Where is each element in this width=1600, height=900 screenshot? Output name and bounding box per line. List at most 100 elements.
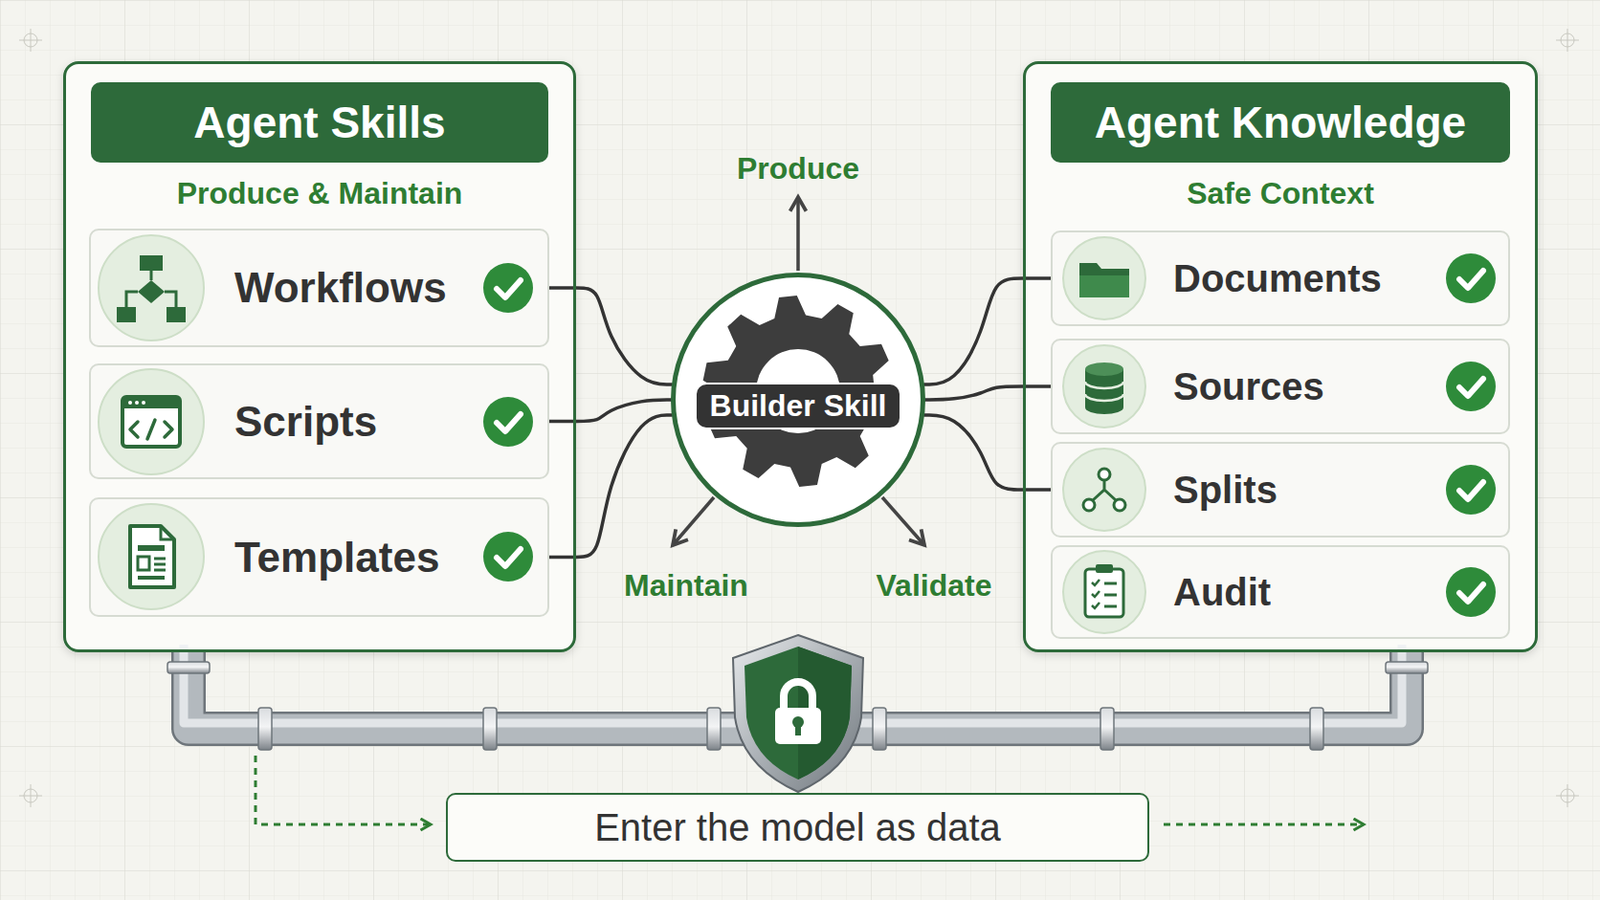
item-label: Splits <box>1173 468 1278 512</box>
script-icon <box>128 400 133 405</box>
action-arrow <box>672 497 714 546</box>
item-row: Audit <box>1050 545 1511 640</box>
check-mark <box>496 549 521 567</box>
security-shield <box>744 646 852 780</box>
item-row: Sources <box>1050 338 1511 435</box>
item-row: Splits <box>1050 442 1511 538</box>
security-shield <box>783 682 813 711</box>
item-row: Documents <box>1050 230 1511 327</box>
pipe-joint <box>167 662 210 674</box>
connector-line <box>924 278 1051 385</box>
action-arrow <box>882 497 925 546</box>
check-mark <box>1445 465 1496 515</box>
data-box: Enter the model as data <box>445 793 1150 863</box>
split-icon <box>1092 480 1116 501</box>
builder-circle: Builder Skill <box>670 272 926 528</box>
dashed-arrow <box>1163 823 1364 827</box>
check-mark <box>1445 567 1496 618</box>
check-mark <box>483 532 534 582</box>
workflow-icon <box>166 307 186 323</box>
row-fill <box>1050 338 1511 435</box>
connector-line <box>924 415 1051 490</box>
item-label: Scripts <box>234 398 378 446</box>
connector-line <box>549 415 672 558</box>
script-icon <box>122 397 180 447</box>
pipe-joint <box>258 708 272 751</box>
icon-badge <box>1063 448 1146 532</box>
connector-line <box>549 288 672 385</box>
item-row: Scripts <box>88 363 550 480</box>
item-label: Documents <box>1173 257 1382 301</box>
audit-icon <box>1085 569 1124 618</box>
action-label: Validate <box>876 568 993 604</box>
check-mark <box>483 263 534 313</box>
audit-icon <box>1091 579 1100 609</box>
check-mark <box>1445 361 1496 412</box>
split-icon <box>1098 468 1111 481</box>
row-fill <box>88 228 1511 640</box>
check-mark <box>1445 361 1496 412</box>
check-mark <box>1445 253 1496 304</box>
workflow-icon <box>139 255 163 271</box>
icon-badge <box>98 235 1146 634</box>
script-icon <box>122 397 180 447</box>
action-label: Produce <box>736 151 860 187</box>
check-mark <box>483 253 1496 618</box>
item-row: Templates <box>88 497 550 618</box>
item-row: Workflows <box>88 228 550 348</box>
check-mark <box>1445 567 1496 618</box>
database-icon <box>1085 362 1124 377</box>
audit-icon <box>1095 564 1113 574</box>
corner-marks <box>19 28 1579 808</box>
split-icon <box>1083 468 1126 512</box>
row-fill <box>1050 442 1511 538</box>
connector-line <box>924 386 1051 400</box>
row-fill <box>88 228 550 348</box>
item-label: Audit <box>1173 571 1271 615</box>
corner-marks <box>19 784 43 808</box>
circle-outline <box>673 275 924 526</box>
panel-subtitle: Produce & Maintain <box>66 174 574 213</box>
item-label: Workflows <box>234 264 447 312</box>
audit-icon <box>1085 564 1124 618</box>
skill-panel: Agent SkillsProduce & MaintainWorkflowsS… <box>63 61 577 653</box>
script-icon <box>141 400 146 405</box>
icon-badge <box>98 504 204 610</box>
workflow-icon <box>150 270 154 281</box>
folder-icon <box>1079 263 1130 298</box>
dashed-arrow <box>255 755 431 825</box>
database-icon <box>1085 369 1124 415</box>
security-shield <box>733 635 864 793</box>
connector-line <box>924 278 1051 385</box>
connector-line <box>549 288 672 385</box>
check-mark <box>1459 584 1484 602</box>
panel-heading: Agent Skills <box>90 82 549 163</box>
check-mark <box>1459 378 1484 397</box>
panel-heading: Agent Knowledge <box>1050 82 1511 163</box>
pipe-joint <box>1100 708 1114 751</box>
split-icon <box>1113 499 1126 512</box>
row-fill <box>1050 545 1511 640</box>
corner-marks <box>1555 28 1579 52</box>
row-fill <box>88 363 550 480</box>
check-mark <box>496 280 521 298</box>
icon-badge <box>98 369 204 475</box>
row-fill <box>88 497 550 618</box>
check-mark <box>1445 465 1496 515</box>
template-icon <box>130 526 175 588</box>
template-icon <box>160 526 175 540</box>
check-mark <box>483 397 534 447</box>
workflow-icon <box>137 280 165 304</box>
corner-marks <box>19 28 43 52</box>
pipe-joint <box>1385 662 1428 674</box>
pipe-joint <box>483 708 497 751</box>
action-arrow <box>796 197 800 271</box>
connector-line <box>924 386 1051 400</box>
template-icon <box>137 576 165 580</box>
folder-icon <box>1079 263 1130 298</box>
audit-icon <box>1104 583 1117 607</box>
pipe-joint <box>707 708 721 751</box>
action-arrow <box>672 197 925 546</box>
icon-badge <box>1063 345 1146 428</box>
